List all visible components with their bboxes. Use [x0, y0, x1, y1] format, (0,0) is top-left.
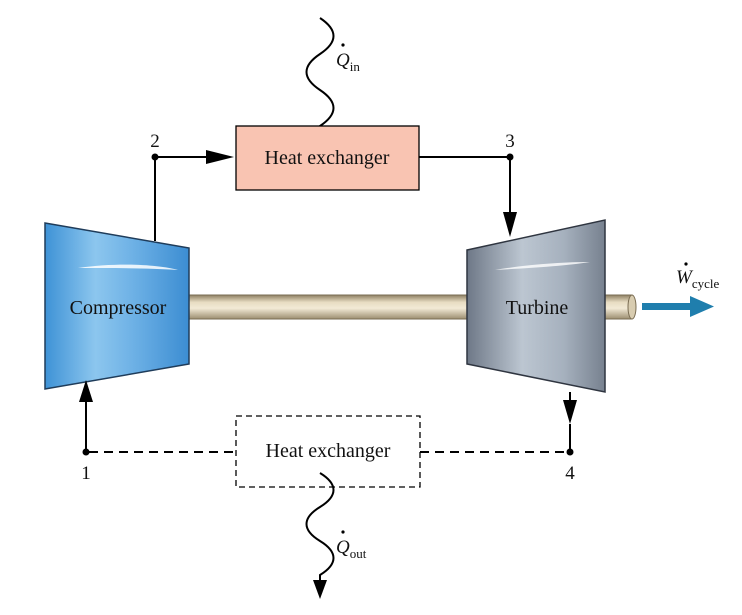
q-out-symbol: Q	[336, 537, 350, 558]
heat-output-arrow	[305, 472, 335, 599]
pipe-hx-to-turbine	[419, 153, 517, 237]
w-cycle-dot	[684, 262, 688, 266]
state-3-label: 3	[505, 131, 515, 152]
turbine-label: Turbine	[506, 297, 569, 319]
work-output-arrow	[642, 296, 714, 317]
top-heat-exchanger	[235, 125, 420, 191]
state-4-label: 4	[565, 463, 575, 484]
pipe-compressor-to-hx	[151, 150, 234, 241]
q-out-dot	[341, 530, 345, 534]
turbine	[466, 219, 606, 393]
w-cycle-subscript: cycle	[692, 276, 720, 291]
q-in-dot	[341, 43, 345, 47]
q-in-symbol: Q	[336, 50, 350, 71]
q-out-subscript: out	[350, 546, 367, 561]
w-cycle-symbol: W	[676, 267, 694, 288]
state-2-label: 2	[150, 131, 160, 152]
w-cycle-label: Wcycle	[676, 267, 719, 291]
state-1-label: 1	[81, 463, 91, 484]
compressor	[44, 222, 190, 390]
top-heat-exchanger-label: Heat exchanger	[265, 147, 390, 169]
pipe-state1-to-compressor	[79, 380, 93, 456]
q-in-subscript: in	[350, 59, 361, 74]
q-out-label: Qout	[336, 537, 367, 561]
pipe-turbine-to-state4	[563, 392, 577, 456]
bottom-heat-exchanger	[235, 415, 421, 488]
compressor-label: Compressor	[70, 297, 167, 319]
bottom-heat-exchanger-label: Heat exchanger	[266, 440, 391, 462]
q-in-label: Qin	[336, 50, 360, 74]
